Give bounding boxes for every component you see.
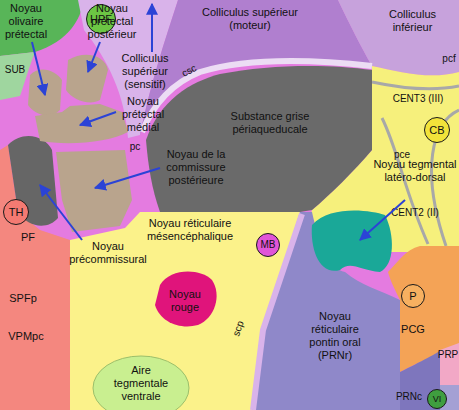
leader-arrow <box>360 200 405 240</box>
olivary-nucleus <box>28 70 62 116</box>
region-name: Aire tegmentale ventrale <box>110 364 172 403</box>
leader-arrow <box>40 185 82 240</box>
region-abbrev: VI <box>433 395 442 404</box>
region-abbrev: MB <box>261 240 276 250</box>
region-label: Aire tegmentale ventrale <box>105 362 177 404</box>
tegmental-nucleus <box>312 211 392 272</box>
region-abbrev: pc <box>125 140 145 153</box>
region-label: PCG P <box>385 280 441 340</box>
region-label: Substance grise périaqueducale <box>225 100 315 145</box>
region-name: Colliculus supérieur (moteur) <box>200 6 300 32</box>
commissure-nucleus <box>56 150 132 232</box>
region-name: Noyau réticulaire pontin oral (PRNr) <box>296 310 374 362</box>
posterior-pretectal <box>66 55 108 103</box>
callout-label: Noyau de la commissure postérieure <box>158 148 234 187</box>
region-label: Noyau réticulaire mésencéphaliqueMBNoyau… <box>145 212 235 248</box>
region-circle: MB <box>256 233 280 257</box>
peduncle-band <box>253 214 302 410</box>
leader-arrow <box>151 4 153 52</box>
region-name: Noyau rouge <box>163 288 207 314</box>
region-abbrev: pcf <box>438 52 459 65</box>
region-name: Substance grise périaqueducale <box>225 110 315 136</box>
periaqueductal-gray <box>146 66 372 212</box>
region-label: Colliculus supérieur (moteur) <box>198 4 302 34</box>
region-circle: VI <box>427 389 447 409</box>
region-abbrev: PRNc <box>392 390 426 403</box>
region-abbrev: CENT3 (III) <box>386 92 450 105</box>
region-abbrev: CB <box>429 125 444 136</box>
callout-label: PF <box>15 231 41 244</box>
region-circle: P <box>401 284 425 308</box>
region-abbrev: CENT2 (II) <box>383 206 447 219</box>
region-label: Noyau rouge <box>155 285 215 317</box>
region-abbrev: SUB <box>1 63 29 76</box>
central-gray-pons <box>388 246 459 372</box>
region-label: Colliculus inférieur <box>375 6 450 36</box>
region-abbrev: P <box>409 291 416 302</box>
callout-label: Noyau précommissural <box>62 240 154 266</box>
callout-label: Noyau tegmental latéro-dorsal <box>372 158 458 184</box>
callout-label: VPMpc <box>2 330 50 343</box>
hippocampal-region <box>0 0 84 56</box>
red-nucleus <box>155 272 217 327</box>
region-name: PCG <box>388 323 438 336</box>
medial-pretectal <box>35 104 128 143</box>
callout-label: Colliculus supérieur (sensitif) <box>112 52 178 91</box>
region-name: Colliculus inférieur <box>377 8 449 34</box>
region-name: Noyau réticulaire mésencéphalique <box>145 217 235 243</box>
callout-label: SPFp <box>4 292 42 305</box>
callout-label: Noyau olivaire prétectal <box>0 2 52 41</box>
region-label: Noyau réticulaire pontin oral (PRNr) <box>290 305 380 367</box>
region-abbrev: TH <box>9 207 24 218</box>
fissure-line <box>372 82 459 89</box>
callout-label: Noyau prétectal postérieur <box>80 2 144 41</box>
leader-arrow <box>95 168 160 188</box>
leader-arrow <box>80 112 116 125</box>
leader-arrow <box>32 42 45 95</box>
tegmental-area <box>93 356 189 410</box>
region-circle: CB <box>424 117 450 143</box>
region-abbrev: PRP <box>436 348 459 361</box>
leader-arrow <box>88 42 100 72</box>
callout-label: Noyau prétectal médial <box>112 95 174 134</box>
region-circle: TH <box>3 199 29 225</box>
precommissural-nucleus <box>8 136 58 226</box>
